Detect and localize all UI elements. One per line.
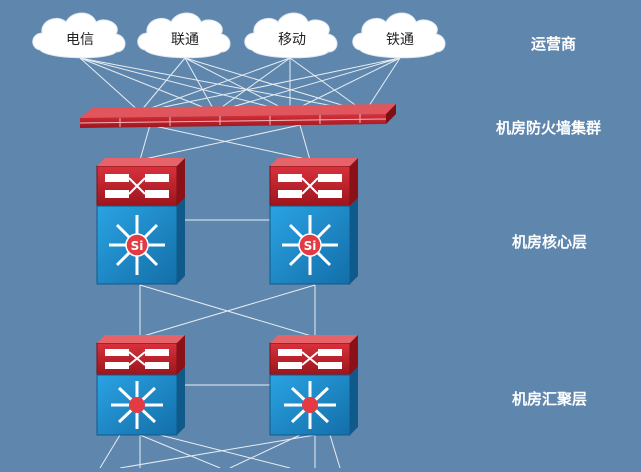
isp-cloud-label: 移动 — [278, 32, 306, 48]
layer-label-isp: 运营商 — [531, 35, 577, 53]
isp-cloud-railcom: 铁通 — [352, 12, 446, 59]
isp-cloud-telecom: 电信 — [32, 12, 126, 59]
isp-cloud-unicom: 联通 — [137, 12, 231, 59]
layer-label-firewall: 机房防火墙集群 — [496, 119, 602, 137]
isp-cloud-label: 电信 — [66, 32, 94, 48]
firewall-cluster-icon — [79, 104, 396, 128]
aggregation-switch-left — [96, 335, 185, 436]
connection-lines — [79, 57, 401, 469]
core-switch-left: Si — [96, 158, 185, 285]
aggregation-switch-right — [269, 335, 358, 436]
layer-label-core: 机房核心层 — [512, 233, 588, 251]
switch-si-badge: Si — [131, 239, 144, 253]
switch-si-badge: Si — [304, 239, 317, 253]
isp-cloud-mobile: 移动 — [244, 12, 338, 59]
core-switch-right: Si — [269, 158, 358, 285]
layer-label-aggregation: 机房汇聚层 — [512, 390, 588, 408]
isp-cloud-label: 联通 — [171, 32, 199, 48]
isp-cloud-label: 铁通 — [386, 32, 414, 48]
